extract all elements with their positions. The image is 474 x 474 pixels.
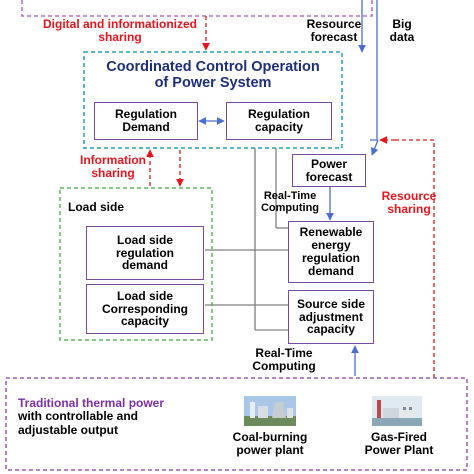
coal-power-plant-icon xyxy=(244,396,296,426)
main-title: Coordinated Control Operation of Power S… xyxy=(106,59,320,91)
digital-sharing-label: Digital and informationized sharing xyxy=(42,17,197,44)
thermal-power-description: Traditional thermal power with controlla… xyxy=(18,396,165,437)
information-sharing-label: Information sharing xyxy=(80,153,146,180)
rt-computing-upper-label: Real-Time Computing xyxy=(260,190,320,214)
load-side-corresponding-capacity-box: Load side Corresponding capacity xyxy=(86,284,204,334)
load-side-regulation-demand-box: Load side regulation demand xyxy=(86,226,204,280)
power-forecast-box: Power forecast xyxy=(292,154,366,187)
top-sharing-frame xyxy=(21,0,373,17)
regulation-capacity-box: Regulation capacity xyxy=(226,102,332,140)
coordinated-control-frame xyxy=(83,51,343,149)
gas-power-plant-icon xyxy=(372,396,422,426)
rt-computing-lower-label: Real-Time Computing xyxy=(252,346,316,373)
coal-plant-label: Coal-burning power plant xyxy=(232,430,308,457)
big-data-arrow xyxy=(370,139,379,156)
resource-sharing-label: Resource sharing xyxy=(381,189,437,216)
regulation-demand-box: Regulation Demand xyxy=(94,102,198,140)
resource-sharing-path xyxy=(395,139,435,378)
gas-plant-label: Gas-Fired Power Plant xyxy=(364,430,434,457)
big-data-line xyxy=(370,0,378,141)
resource-forecast-label: Resource forecast xyxy=(306,17,362,44)
source-side-adjustment-box: Source side adjustment capacity xyxy=(288,290,374,344)
load-side-title: Load side xyxy=(68,200,125,214)
big-data-label: Big data xyxy=(389,17,415,44)
load-side-frame xyxy=(59,187,213,341)
thermal-power-frame xyxy=(5,377,468,471)
renewable-energy-demand-box: Renewable energy regulation demand xyxy=(288,221,374,283)
